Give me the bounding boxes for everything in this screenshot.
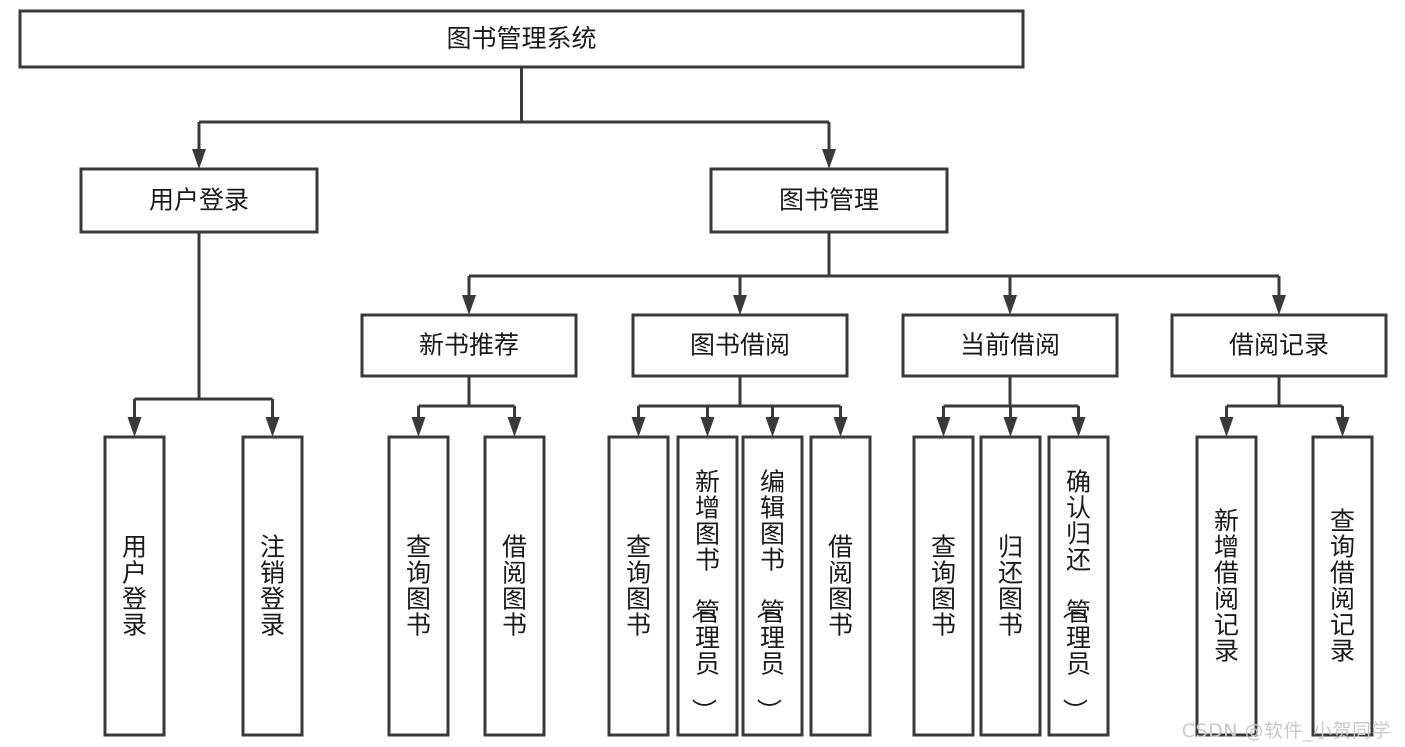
node-leaf-add-book-admin[interactable]: 新增图书（管理员） (676, 435, 739, 737)
arrow-icon-new-book-recommend (462, 295, 476, 315)
node-box-root[interactable] (18, 9, 1025, 69)
node-box-leaf-borrow-book-recommend[interactable] (483, 435, 546, 737)
node-box-leaf-borrow-book[interactable] (809, 435, 872, 737)
arrow-icon-book-borrow (733, 295, 747, 315)
node-box-leaf-add-book-admin[interactable] (676, 435, 739, 737)
node-label-new-book-recommend: 新书推荐 (419, 331, 519, 360)
node-box-leaf-edit-book-admin[interactable] (741, 435, 804, 737)
node-box-leaf-query-book-recommend[interactable] (387, 435, 450, 737)
node-label-book-management: 图书管理 (779, 186, 879, 215)
node-box-leaf-return-book[interactable] (979, 435, 1042, 737)
node-box-leaf-user-login[interactable] (103, 435, 166, 737)
node-leaf-user-login[interactable]: 用户登录 (103, 435, 166, 737)
node-leaf-edit-book-admin[interactable]: 编辑图书（管理员） (741, 435, 804, 737)
node-book-management[interactable]: 图书管理 (709, 167, 949, 234)
node-label-current-borrow: 当前借阅 (960, 331, 1060, 360)
node-label-leaf-edit-book-admin: 编辑图书（管理员） (754, 467, 785, 723)
arrow-icon-leaf-query-book-borrow (631, 417, 646, 437)
node-leaf-query-book-borrow[interactable]: 查询图书 (607, 435, 670, 737)
node-label-leaf-return-book: 归还图书 (998, 532, 1023, 639)
arrow-icon-leaf-logout (265, 417, 280, 437)
connector-layer (127, 67, 1350, 437)
node-box-user-login[interactable] (79, 167, 319, 234)
node-box-book-management[interactable] (709, 167, 949, 234)
node-current-borrow[interactable]: 当前借阅 (901, 313, 1119, 378)
node-label-user-login: 用户登录 (149, 186, 249, 215)
node-layer: 图书管理系统用户登录图书管理新书推荐图书借阅当前借阅借阅记录用户登录注销登录查询… (18, 9, 1388, 737)
node-box-new-book-recommend[interactable] (360, 313, 578, 378)
node-label-leaf-borrow-book: 借阅图书 (828, 532, 853, 639)
node-leaf-borrow-book-recommend[interactable]: 借阅图书 (483, 435, 546, 737)
node-borrow-record[interactable]: 借阅记录 (1170, 313, 1388, 378)
node-box-leaf-query-book-current[interactable] (912, 435, 975, 737)
arrow-icon-user-login (192, 149, 206, 169)
arrow-icon-leaf-query-borrow-record (1335, 417, 1350, 437)
node-leaf-query-book-recommend[interactable]: 查询图书 (387, 435, 450, 737)
arrow-icon-leaf-return-book (1003, 417, 1018, 437)
node-box-leaf-query-book-borrow[interactable] (607, 435, 670, 737)
node-box-leaf-confirm-return-admin[interactable] (1047, 435, 1110, 737)
arrow-icon-current-borrow (1003, 295, 1017, 315)
node-label-leaf-add-book-admin: 新增图书（管理员） (689, 467, 720, 723)
node-leaf-add-borrow-record[interactable]: 新增借阅记录 (1195, 435, 1258, 737)
node-label-leaf-confirm-return-admin: 确认归还（管理员） (1060, 467, 1091, 723)
node-box-leaf-logout[interactable] (241, 435, 304, 737)
node-box-book-borrow[interactable] (631, 313, 849, 378)
node-box-current-borrow[interactable] (901, 313, 1119, 378)
node-label-leaf-user-login: 用户登录 (122, 532, 147, 639)
arrow-icon-leaf-query-book-recommend (411, 417, 426, 437)
arrow-icon-borrow-record (1272, 295, 1286, 315)
node-leaf-return-book[interactable]: 归还图书 (979, 435, 1042, 737)
node-new-book-recommend[interactable]: 新书推荐 (360, 313, 578, 378)
node-leaf-confirm-return-admin[interactable]: 确认归还（管理员） (1047, 435, 1110, 737)
node-leaf-logout[interactable]: 注销登录 (241, 435, 304, 737)
node-label-book-borrow: 图书借阅 (690, 331, 790, 360)
node-leaf-borrow-book[interactable]: 借阅图书 (809, 435, 872, 737)
node-label-leaf-query-book-recommend: 查询图书 (406, 532, 431, 639)
node-box-leaf-add-borrow-record[interactable] (1195, 435, 1258, 737)
arrow-icon-leaf-borrow-book (833, 417, 848, 437)
arrow-icon-book-management (822, 149, 836, 169)
node-label-borrow-record: 借阅记录 (1229, 331, 1329, 360)
node-leaf-query-borrow-record[interactable]: 查询借阅记录 (1311, 435, 1374, 737)
node-label-leaf-add-borrow-record: 新增借阅记录 (1214, 506, 1239, 665)
node-box-leaf-query-borrow-record[interactable] (1311, 435, 1374, 737)
node-label-root: 图书管理系统 (446, 24, 596, 53)
arrow-icon-leaf-add-book-admin (700, 417, 715, 437)
node-root[interactable]: 图书管理系统 (18, 9, 1025, 69)
node-label-leaf-borrow-book-recommend: 借阅图书 (502, 532, 527, 639)
node-label-leaf-logout: 注销登录 (260, 532, 285, 639)
arrow-icon-leaf-borrow-book-recommend (507, 417, 522, 437)
node-book-borrow[interactable]: 图书借阅 (631, 313, 849, 378)
node-label-leaf-query-borrow-record: 查询借阅记录 (1330, 506, 1355, 665)
arrow-icon-leaf-add-borrow-record (1219, 417, 1234, 437)
node-label-leaf-query-book-current: 查询图书 (931, 532, 956, 639)
node-box-borrow-record[interactable] (1170, 313, 1388, 378)
arrow-icon-leaf-confirm-return-admin (1071, 417, 1086, 437)
node-label-leaf-query-book-borrow: 查询图书 (626, 532, 651, 639)
arrow-icon-leaf-user-login (127, 417, 142, 437)
arrow-icon-leaf-query-book-current (936, 417, 951, 437)
node-leaf-query-book-current[interactable]: 查询图书 (912, 435, 975, 737)
arrow-icon-leaf-edit-book-admin (765, 417, 780, 437)
node-user-login[interactable]: 用户登录 (79, 167, 319, 234)
